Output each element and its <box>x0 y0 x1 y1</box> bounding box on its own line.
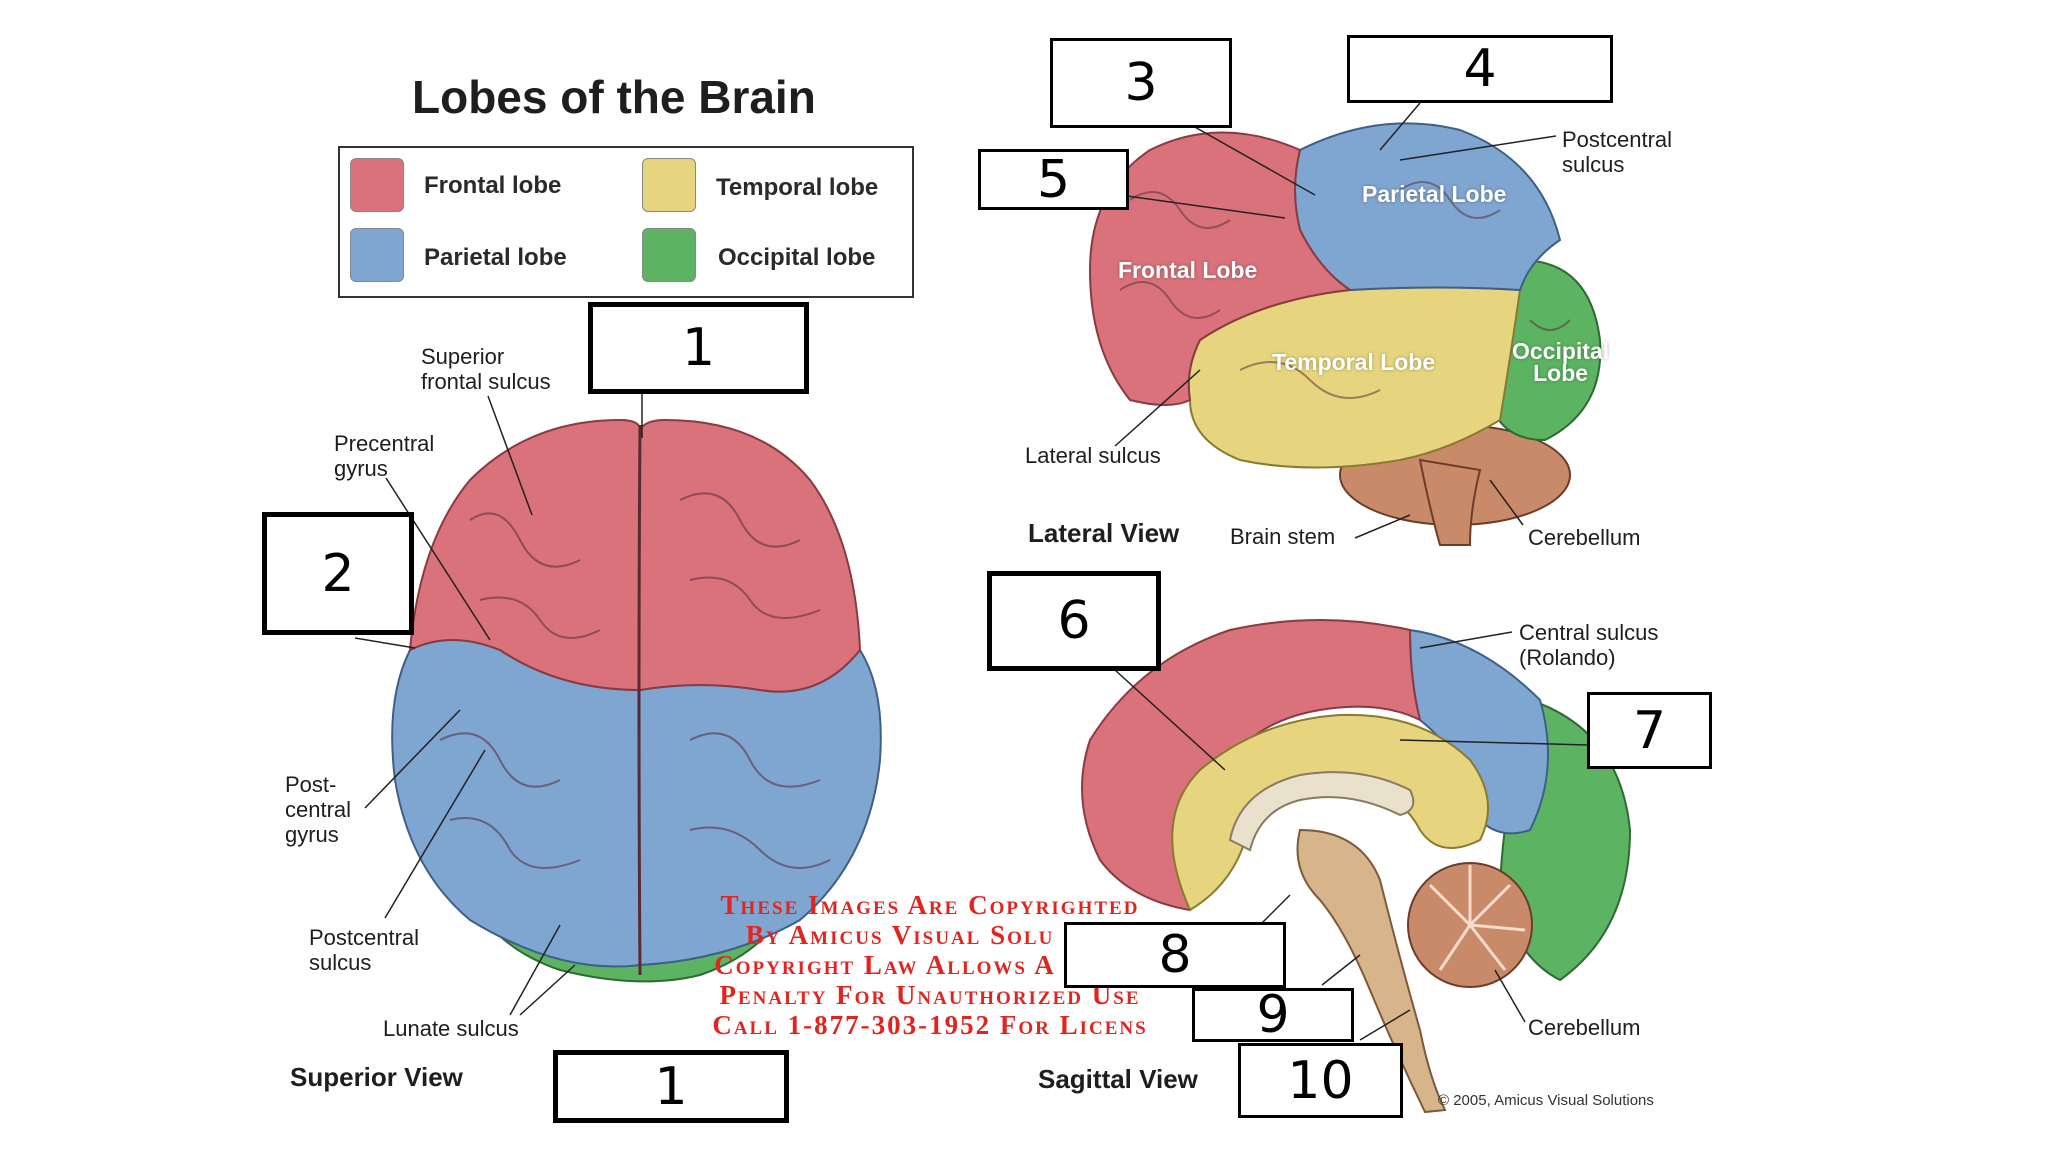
superior-view-title: Superior View <box>290 1062 463 1092</box>
sagittal-view-title: Sagittal View <box>1038 1064 1198 1094</box>
label-postcentral-sulcus-lateral: Postcentral sulcus <box>1562 127 1673 177</box>
watermark-line-3: Copyright Law Allows A <box>714 950 1056 980</box>
label-precentral-gyrus: Precentral gyrus <box>334 431 435 481</box>
leader-lateral-sulcus <box>1114 369 1201 447</box>
sagittal-cerebellum-arbor <box>1428 865 1526 971</box>
label-cerebellum-lateral: Cerebellum <box>1528 525 1641 550</box>
legend-label-parietal: Parietal lobe <box>424 244 567 271</box>
leader-cerebellum-sag <box>1494 969 1526 1023</box>
legend: Frontal lobe Temporal lobe Parietal lobe… <box>338 146 914 298</box>
lateral-view-brain <box>1088 122 1602 546</box>
copyright-watermark: These Images Are Copyrighted By Amicus V… <box>620 890 1240 1040</box>
leader-precentral-gyrus <box>385 477 491 641</box>
sagittal-view-brain <box>1081 619 1632 1114</box>
answer-box-1-top[interactable]: 1 <box>588 302 809 394</box>
watermark-line-2: By Amicus Visual Solu <box>745 920 1055 950</box>
leader-postcentral-sulcus-lat <box>1399 135 1557 161</box>
label-lunate-sulcus: Lunate sulcus <box>383 1016 519 1041</box>
label-central-sulcus: Central sulcus (Rolando) <box>1519 620 1659 670</box>
lobe-label-temporal: Temporal Lobe <box>1272 349 1436 375</box>
label-postcentral-sulcus-superior: Postcentral sulcus <box>309 925 420 975</box>
diagram-title: Lobes of the Brain <box>412 71 816 123</box>
leader-postcentral-gyrus <box>364 709 461 809</box>
answer-box-5[interactable]: 5 <box>978 149 1129 210</box>
lateral-gyri-lines <box>1119 181 1571 399</box>
legend-label-occipital: Occipital lobe <box>718 244 876 271</box>
superior-gyri-lines <box>439 492 831 869</box>
lateral-view-title: Lateral View <box>1028 518 1180 548</box>
answer-box-8[interactable]: 8 <box>1064 922 1286 988</box>
lateral-frontal-lobe <box>1088 131 1353 406</box>
label-superior-frontal-sulcus: Superior frontal sulcus <box>421 344 551 394</box>
answer-box-9[interactable]: 9 <box>1192 985 1354 1045</box>
lobe-label-frontal: Frontal Lobe <box>1118 257 1258 283</box>
legend-label-temporal: Temporal lobe <box>716 174 879 201</box>
leader-box-10 <box>1359 1009 1411 1041</box>
label-postcentral-gyrus: Post- central gyrus <box>285 772 352 847</box>
copyright-credit: © 2005, Amicus Visual Solutions <box>1438 1092 1654 1109</box>
leader-box-5 <box>1126 195 1286 219</box>
label-lateral-sulcus: Lateral sulcus <box>1025 443 1161 468</box>
leader-box-9 <box>1321 954 1361 986</box>
leader-lines <box>354 102 1589 1041</box>
answer-box-6[interactable]: 6 <box>987 571 1161 671</box>
leader-box-3 <box>1192 125 1316 196</box>
legend-swatch-frontal <box>350 158 404 212</box>
legend-swatch-occipital <box>642 228 696 282</box>
leader-lunate-2 <box>519 964 576 1016</box>
leader-box-7 <box>1399 739 1589 746</box>
leader-box-2 <box>354 637 416 649</box>
leader-postcentral-sulcus-sup <box>384 749 486 919</box>
answer-box-2[interactable]: 2 <box>262 512 414 635</box>
label-brain-stem: Brain stem <box>1230 524 1336 549</box>
leader-central-sulcus <box>1419 631 1513 649</box>
leader-box-6 <box>1114 669 1226 771</box>
leader-brain-stem <box>1354 514 1411 539</box>
leader-box-8 <box>1259 894 1291 926</box>
label-cerebellum-sagittal: Cerebellum <box>1528 1015 1641 1040</box>
sagittal-corpus-callosum <box>1228 771 1415 852</box>
watermark-line-5: Call 1-877-303-1952 For Licens <box>712 1010 1148 1040</box>
leader-lunate-1 <box>509 924 561 1016</box>
watermark-line-1: These Images Are Copyrighted <box>720 890 1140 920</box>
leader-cerebellum-lat <box>1489 479 1524 526</box>
leader-superior-frontal-sulcus <box>487 395 533 516</box>
answer-box-10[interactable]: 10 <box>1238 1043 1403 1118</box>
lobe-label-occipital: Occipital Lobe <box>1512 338 1610 386</box>
answer-box-1-bottom[interactable]: 1 <box>553 1050 789 1123</box>
answer-box-4[interactable]: 4 <box>1347 35 1613 103</box>
legend-swatch-parietal <box>350 228 404 282</box>
sagittal-brainstem <box>1296 828 1447 1114</box>
lobe-label-parietal: Parietal Lobe <box>1362 181 1507 207</box>
legend-label-frontal: Frontal lobe <box>424 172 562 199</box>
superior-midline <box>637 424 642 976</box>
answer-box-7[interactable]: 7 <box>1587 692 1712 769</box>
leader-box-4 <box>1379 102 1421 151</box>
answer-box-3[interactable]: 3 <box>1050 38 1232 128</box>
lateral-brain-stem <box>1418 458 1482 546</box>
legend-swatch-temporal <box>642 158 696 212</box>
